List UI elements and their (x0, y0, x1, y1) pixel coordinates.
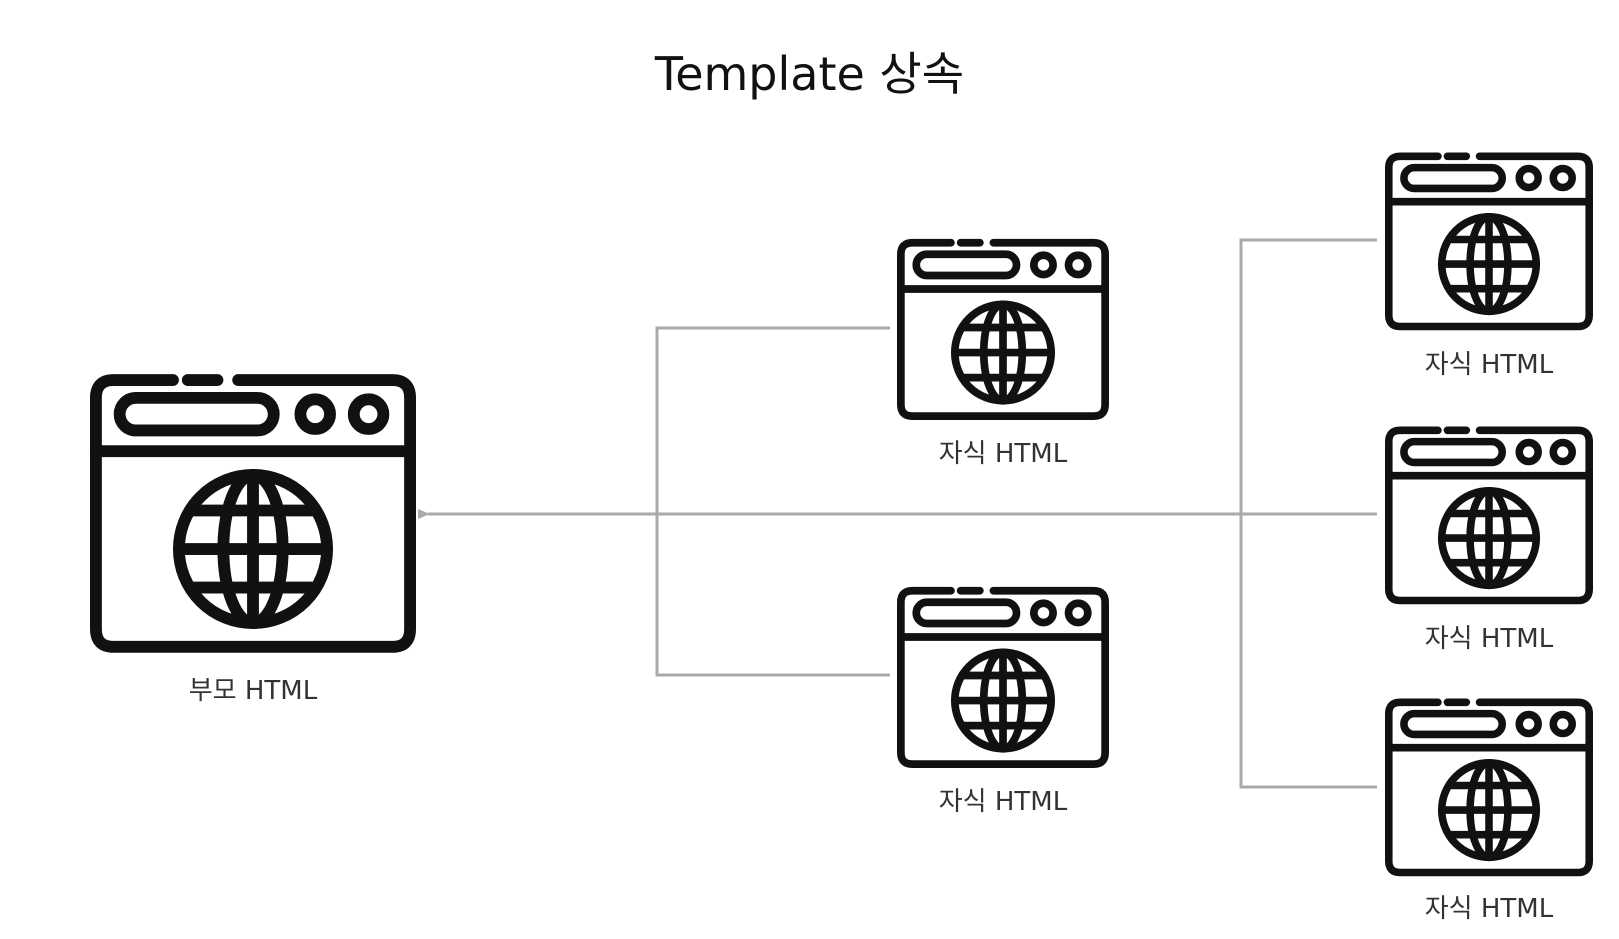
node-label: 자식 HTML (1424, 350, 1554, 380)
child-node: 자식 HTML (1385, 422, 1593, 654)
child-node: 자식 HTML (1385, 148, 1593, 380)
node-label: 자식 HTML (1424, 894, 1554, 924)
node-label: 자식 HTML (938, 439, 1068, 469)
browser-globe-icon (1385, 698, 1593, 877)
child-node: 자식 HTML (897, 583, 1109, 817)
browser-globe-icon (1385, 152, 1593, 331)
diagram-title: Template 상속 (654, 47, 965, 101)
child-node: 자식 HTML (897, 235, 1109, 469)
node-label: 자식 HTML (1424, 624, 1554, 654)
node-label: 부모 HTML (188, 676, 318, 706)
browser-globe-icon (897, 586, 1109, 768)
browser-globe-icon (897, 238, 1109, 420)
browser-globe-icon (90, 374, 416, 653)
node-label: 자식 HTML (938, 787, 1068, 817)
parent-node: 부모 HTML (90, 367, 416, 706)
bracket-left (655, 326, 890, 677)
browser-globe-icon (1385, 426, 1593, 605)
child-node: 자식 HTML (1385, 694, 1593, 924)
